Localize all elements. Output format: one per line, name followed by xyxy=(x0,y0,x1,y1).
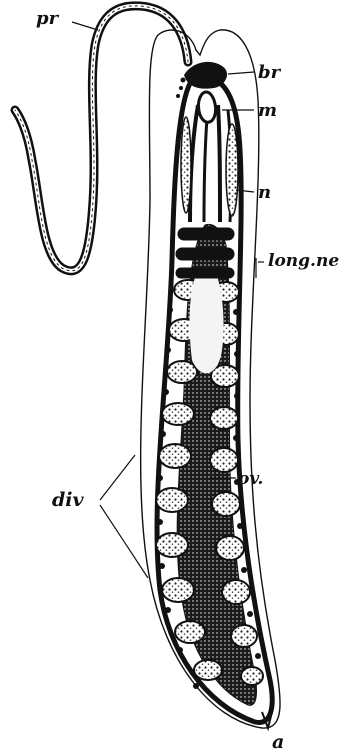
label-m: m xyxy=(258,100,277,121)
label-div: div xyxy=(52,489,85,511)
label-n: n xyxy=(258,182,271,203)
label-br: br xyxy=(258,62,282,83)
label-long-ne: long.ne xyxy=(268,251,339,271)
label-pr: pr xyxy=(36,8,60,29)
anterior-bands xyxy=(176,228,234,278)
label-a: a xyxy=(272,731,284,753)
proboscis xyxy=(15,6,188,271)
label-ov: ov. xyxy=(238,469,263,489)
mouth xyxy=(199,92,216,122)
upper-intestine xyxy=(190,268,224,373)
